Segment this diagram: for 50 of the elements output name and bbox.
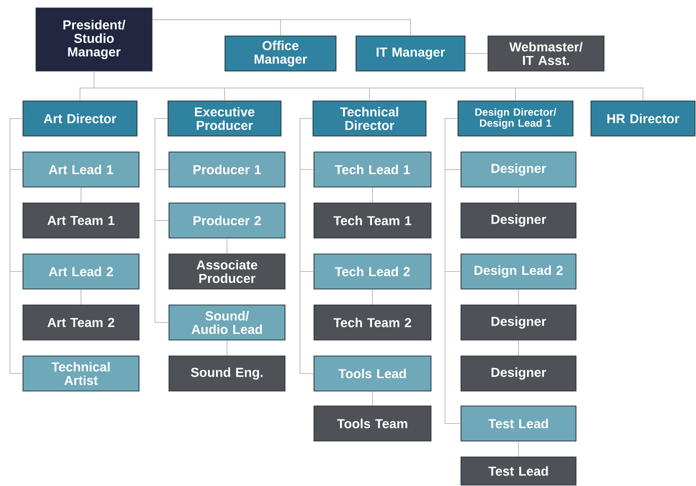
role-box: Design Director/ Design Lead 1 [458, 100, 574, 136]
connector-line [464, 53, 488, 54]
role-box: HR Director [590, 100, 696, 136]
role-box: Art Director [22, 100, 138, 136]
connector-line [372, 186, 373, 204]
role-box: Tech Lead 1 [314, 152, 432, 188]
connector-line [518, 340, 519, 356]
role-box: Test Lead [460, 456, 576, 486]
role-box: Tools Team [314, 406, 432, 442]
role-box: IT Manager [356, 36, 466, 72]
role-box: Art Lead 1 [22, 152, 140, 188]
role-box: Designer [460, 152, 576, 188]
connector-line [80, 288, 82, 306]
connector-line [10, 118, 24, 374]
connector-line [226, 238, 228, 254]
role-box: Art Team 2 [22, 304, 140, 340]
connector-line [152, 19, 411, 36]
role-box: Designer [460, 304, 576, 340]
role-box: Executive Producer [168, 100, 282, 136]
role-box: Tech Team 2 [314, 304, 432, 340]
role-box: Sound Eng. [168, 356, 286, 392]
role-box: Designer [460, 356, 576, 392]
title-box: President/ Studio Manager [36, 8, 152, 72]
role-box: Producer 1 [168, 152, 286, 188]
connector-line [518, 186, 519, 204]
role-box: Technical Artist [22, 356, 140, 392]
role-box: Test Lead [460, 406, 576, 442]
role-box: Webmaster/ IT Asst. [488, 36, 604, 72]
connector-line [94, 70, 644, 102]
connector-line [518, 440, 519, 458]
connector-line [444, 118, 462, 424]
connector-line [154, 118, 170, 323]
connector-line [372, 390, 373, 406]
role-box: Design Lead 2 [460, 254, 576, 290]
role-box: Art Team 1 [22, 202, 140, 238]
role-box: Producer 2 [168, 202, 286, 238]
role-box: Designer [460, 202, 576, 238]
connector-line [226, 340, 228, 356]
connector-line [518, 288, 519, 306]
role-box: Associate Producer [168, 254, 286, 290]
connector-line [80, 186, 82, 204]
role-box: Technical Director [312, 100, 426, 136]
connector-line [372, 288, 373, 306]
role-box: Tools Lead [314, 356, 432, 392]
role-box: Sound/ Audio Lead [168, 304, 286, 340]
role-box: Art Lead 2 [22, 254, 140, 290]
role-box: Tech Team 1 [314, 202, 432, 238]
role-box: Office Manager [224, 36, 336, 72]
connector-line [300, 118, 314, 374]
role-box: Tech Lead 2 [314, 254, 432, 290]
